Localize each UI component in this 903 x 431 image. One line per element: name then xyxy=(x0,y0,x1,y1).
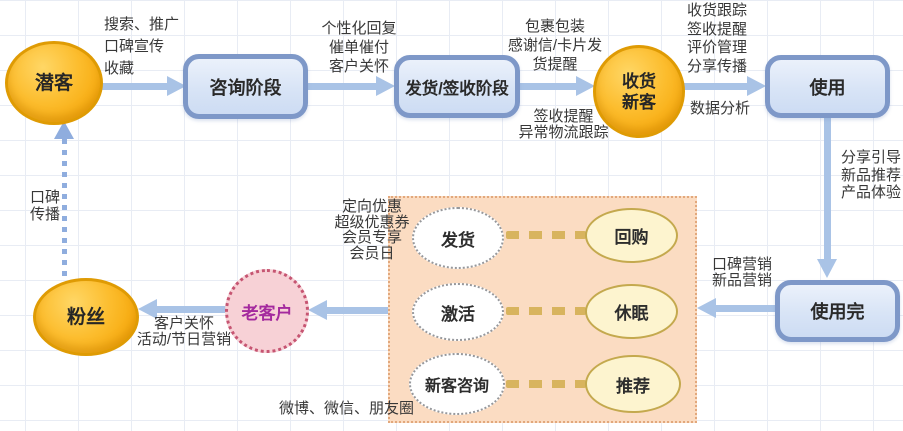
annotation-line: 分享传播 xyxy=(687,57,748,75)
node-ship-sign-stage: 发货/签收阶段 xyxy=(394,55,520,118)
arrowhead-right-icon xyxy=(167,76,186,96)
annotation-line: 会员专享 xyxy=(341,229,402,246)
arrow-shaft xyxy=(307,82,376,90)
panel-node-label: 激活 xyxy=(441,304,475,324)
annotation-line: 口碑营销 xyxy=(711,256,772,273)
arrow-panel-to-laokehu xyxy=(308,299,389,321)
annotation-line: 传播 xyxy=(30,206,61,223)
dotted-arrow-shaft xyxy=(61,139,67,278)
annotation-line: 收货跟踪 xyxy=(687,2,748,19)
panel-node-tuijian: 推荐 xyxy=(585,355,681,413)
node-label: 使用 xyxy=(809,77,846,98)
annotation-line: 活动/节日营销 xyxy=(136,330,232,348)
annotation-line: 签收提醒 xyxy=(533,108,594,125)
panel-node-xiumian: 休眠 xyxy=(585,284,678,339)
node-label: 使用完 xyxy=(810,302,865,322)
annotation-customer-care: 客户关怀 活动/节日营销 xyxy=(128,316,240,347)
annotation-share-guide: 分享引导 新品推荐 产品体验 xyxy=(841,149,901,202)
panel-node-jihuo: 激活 xyxy=(412,283,504,341)
dash-connector-row2 xyxy=(506,307,586,315)
arrowhead-left-icon xyxy=(308,300,327,320)
annotation-line: 签收提醒 xyxy=(687,20,748,38)
annotation-line: 客户关怀 xyxy=(153,315,214,332)
annotation-line: 催单催付 xyxy=(328,39,389,56)
arrow-shiyongwan-to-panel xyxy=(697,297,776,319)
annotation-line: 客户关怀 xyxy=(328,58,389,75)
annotation-word-spread: 口碑 传播 xyxy=(30,189,60,223)
arrow-zixun-to-fahuo xyxy=(307,75,395,97)
panel-node-fahuo: 发货 xyxy=(412,207,504,269)
annotation-data-analysis: 数据分析 xyxy=(690,100,751,117)
node-label: 老客户 xyxy=(241,303,293,323)
annotation-line: 新品推荐 xyxy=(841,166,902,184)
arrow-qianke-to-zixun xyxy=(96,75,186,97)
arrow-fensi-to-qianke-dotted xyxy=(53,121,75,278)
arrowhead-up-icon xyxy=(54,121,74,139)
node-label-line2: 新客 xyxy=(622,92,656,112)
annotation-line: 感谢信/卡片发 xyxy=(507,37,603,54)
dash-connector-row3 xyxy=(506,380,586,388)
arrowhead-right-icon xyxy=(576,76,595,96)
node-fans: 粉丝 xyxy=(33,278,139,356)
arrow-shaft xyxy=(327,306,389,314)
arrow-shaft xyxy=(678,82,747,90)
node-label: 发货/签收阶段 xyxy=(405,79,509,98)
arrowhead-right-icon xyxy=(747,76,766,96)
annotation-line: 货提醒 xyxy=(532,56,578,73)
panel-node-huigou: 回购 xyxy=(585,208,678,263)
panel-node-label: 发货 xyxy=(441,230,475,250)
annotation-receive-track: 收货跟踪 签收提醒 评价管理 分享传播 xyxy=(687,2,747,76)
node-label-line1: 收货 xyxy=(622,71,656,91)
arrow-shouhuo-to-shiyong xyxy=(678,75,766,97)
annotation-line: 定向优惠 xyxy=(341,198,402,215)
arrow-shaft xyxy=(157,305,226,313)
node-new-customer-received: 收货 新客 xyxy=(593,45,685,138)
annotation-social-channels: 微博、微信、朋友圈 xyxy=(279,400,415,417)
node-label: 粉丝 xyxy=(66,306,105,328)
annotation-personalized-reply: 个性化回复 催单催付 客户关怀 xyxy=(313,19,405,76)
panel-node-label: 休眠 xyxy=(614,304,649,323)
annotation-line: 包裹包装 xyxy=(524,18,585,35)
arrowhead-down-icon xyxy=(817,259,837,278)
arrow-laokehu-to-fensi xyxy=(138,298,226,320)
arrow-fahuo-to-shouhuo xyxy=(519,75,595,97)
annotation-line: 口碑 xyxy=(30,189,61,206)
node-label: 潜客 xyxy=(34,72,73,94)
annotation-word-marketing: 口碑营销 新品营销 xyxy=(706,257,778,288)
arrow-shaft xyxy=(823,117,831,259)
node-used-up: 使用完 xyxy=(775,280,900,342)
annotation-line: 个性化回复 xyxy=(321,20,397,37)
panel-node-xinkezixun: 新客咨询 xyxy=(409,353,505,415)
annotation-line: 产品体验 xyxy=(841,184,902,201)
annotation-line: 异常物流跟踪 xyxy=(518,124,609,141)
annotation-line: 分享引导 xyxy=(841,149,902,166)
annotation-line: 新品营销 xyxy=(711,271,772,289)
annotation-targeted-offers: 定向优惠 超级优惠券 会员专享 会员日 xyxy=(324,199,420,261)
annotation-line: 会员日 xyxy=(349,244,395,262)
arrowhead-left-icon xyxy=(138,299,157,319)
annotation-search-promo: 搜索、推广 口碑宣传 收藏 xyxy=(104,14,179,80)
arrowhead-right-icon xyxy=(376,76,395,96)
node-using: 使用 xyxy=(765,55,890,118)
annotation-line: 超级优惠券 xyxy=(334,213,410,231)
node-potential-customer: 潜客 xyxy=(5,41,103,125)
annotation-sign-reminder: 签收提醒 异常物流跟踪 xyxy=(506,109,621,141)
dash-connector-row1 xyxy=(506,231,586,239)
arrow-shaft xyxy=(716,304,776,312)
node-consult-stage: 咨询阶段 xyxy=(183,54,308,119)
node-label: 咨询阶段 xyxy=(209,77,282,98)
annotation-line: 口碑宣传 xyxy=(104,38,165,55)
annotation-line: 收藏 xyxy=(104,60,135,77)
arrow-shaft xyxy=(519,82,576,90)
annotation-line: 搜索、推广 xyxy=(104,16,180,33)
annotation-package: 包裹包装 感谢信/卡片发 货提醒 xyxy=(502,17,608,74)
panel-node-label: 推荐 xyxy=(616,376,650,396)
panel-node-label: 新客咨询 xyxy=(424,378,489,395)
panel-node-label: 回购 xyxy=(614,228,649,247)
arrowhead-left-icon xyxy=(697,298,716,318)
node-old-customer: 老客户 xyxy=(225,269,309,353)
arrow-shaft xyxy=(96,82,167,90)
arrow-shiyong-to-shiyongwan xyxy=(816,117,838,278)
annotation-line: 评价管理 xyxy=(687,39,748,56)
